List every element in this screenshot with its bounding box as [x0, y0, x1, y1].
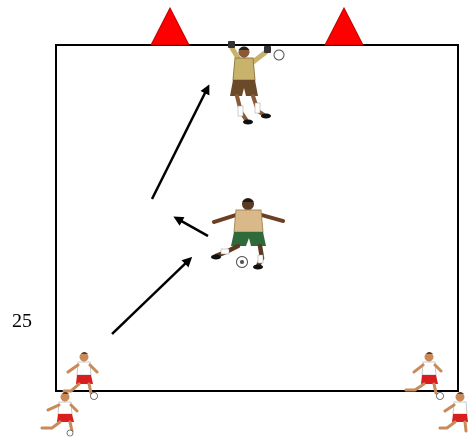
- arrow-run-to-goal: [150, 84, 210, 200]
- goal-marker-left: [150, 6, 190, 46]
- midfield-player-figure: [211, 198, 285, 270]
- waiting-player-right-top: [404, 352, 444, 400]
- arrow-pass-to-midfield: [111, 256, 193, 335]
- goalkeeper-figure: [228, 41, 285, 125]
- goal-marker-right: [324, 6, 364, 46]
- waiting-player-right-bottom: [438, 392, 468, 433]
- field-dimension-label: 25: [12, 310, 32, 332]
- waiting-player-left-bottom: [40, 392, 79, 437]
- waiting-player-left-top: [62, 352, 99, 400]
- arrow-layoff-back: [173, 216, 209, 238]
- ball-icon: [273, 49, 285, 61]
